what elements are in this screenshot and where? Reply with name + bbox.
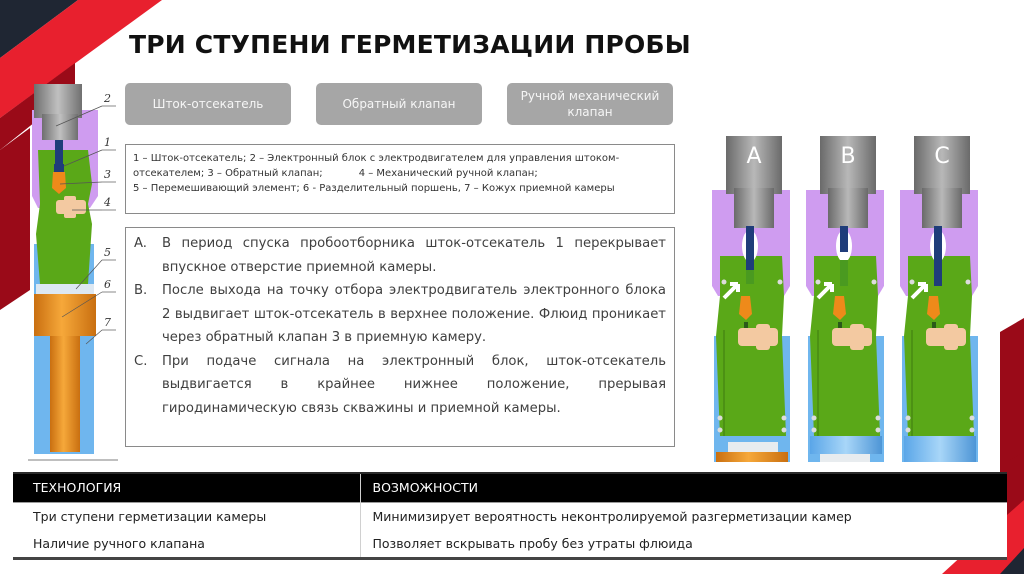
callout-3: 3: [104, 168, 111, 181]
step-a: A. В период спуска пробоотборника шток-о…: [134, 232, 666, 279]
pill-shutoff-rod: Шток-отсекатель: [125, 83, 291, 125]
state-label-a: A: [746, 144, 762, 169]
legend-line-2a: отсекателем; 3 – Обратный клапан;: [133, 168, 323, 179]
step-letter: B.: [134, 283, 148, 298]
page-title: ТРИ СТУПЕНИ ГЕРМЕТИЗАЦИИ ПРОБЫ: [129, 30, 691, 59]
legend-line-2b: 4 – Механический ручной клапан;: [358, 168, 538, 179]
steps-description: A. В период спуска пробоотборника шток-о…: [125, 227, 675, 447]
legend-line-1: 1 – Шток-отсекатель; 2 – Электронный бло…: [133, 153, 620, 164]
legend-line-2: отсекателем; 3 – Обратный клапан; 4 – Мех…: [133, 166, 667, 181]
valve-states-graphic: [710, 134, 980, 464]
step-letter: A.: [134, 236, 147, 251]
table-cell: Три ступени герметизации камеры: [13, 501, 360, 530]
callout-4: 4: [104, 196, 111, 209]
state-label-c: C: [934, 144, 950, 169]
sampler-cross-section-diagram: 2 1 3 4 5 6 7: [28, 84, 128, 464]
pill-manual-valve: Ручной механический клапан: [507, 83, 673, 125]
valve-states-diagram: A B C: [710, 134, 992, 464]
pill-check-valve: Обратный клапан: [316, 83, 482, 125]
callout-1: 1: [104, 136, 111, 149]
header-technology: ТЕХНОЛОГИЯ: [13, 472, 360, 502]
table-cell: Минимизирует вероятность неконтролируемо…: [359, 501, 1007, 530]
technology-table: ТЕХНОЛОГИЯ ВОЗМОЖНОСТИ Три ступени герме…: [13, 472, 1007, 560]
table-cell: Наличие ручного клапана: [13, 530, 360, 560]
callout-7: 7: [104, 316, 111, 329]
step-b: B. После выхода на точку отбора электрод…: [134, 279, 666, 350]
table-row: Три ступени герметизации камеры Минимизи…: [13, 501, 1007, 530]
step-text: После выхода на точку отбора электродвиг…: [162, 283, 666, 345]
table-cell: Позволяет вскрывать пробу без утраты флю…: [359, 530, 1007, 560]
table-row: Наличие ручного клапана Позволяет вскрыв…: [13, 530, 1007, 560]
callout-5: 5: [104, 246, 111, 259]
sampler-section-graphic: [28, 84, 118, 461]
table-header-row: ТЕХНОЛОГИЯ ВОЗМОЖНОСТИ: [13, 472, 1007, 502]
header-capabilities: ВОЗМОЖНОСТИ: [359, 472, 1007, 502]
callout-2: 2: [104, 92, 111, 105]
parts-legend: 1 – Шток-отсекатель; 2 – Электронный бло…: [125, 144, 675, 214]
step-c: C. При подаче сигнала на электронный бло…: [134, 350, 666, 421]
step-letter: C.: [134, 353, 148, 369]
step-text: В период спуска пробоотборника шток-отсе…: [162, 236, 666, 275]
state-label-b: B: [840, 144, 856, 169]
step-text: При подаче сигнала на электронный блок, …: [162, 353, 666, 416]
legend-line-3: 5 – Перемешивающий элемент; 6 - Разделит…: [133, 183, 615, 194]
callout-6: 6: [104, 278, 111, 291]
